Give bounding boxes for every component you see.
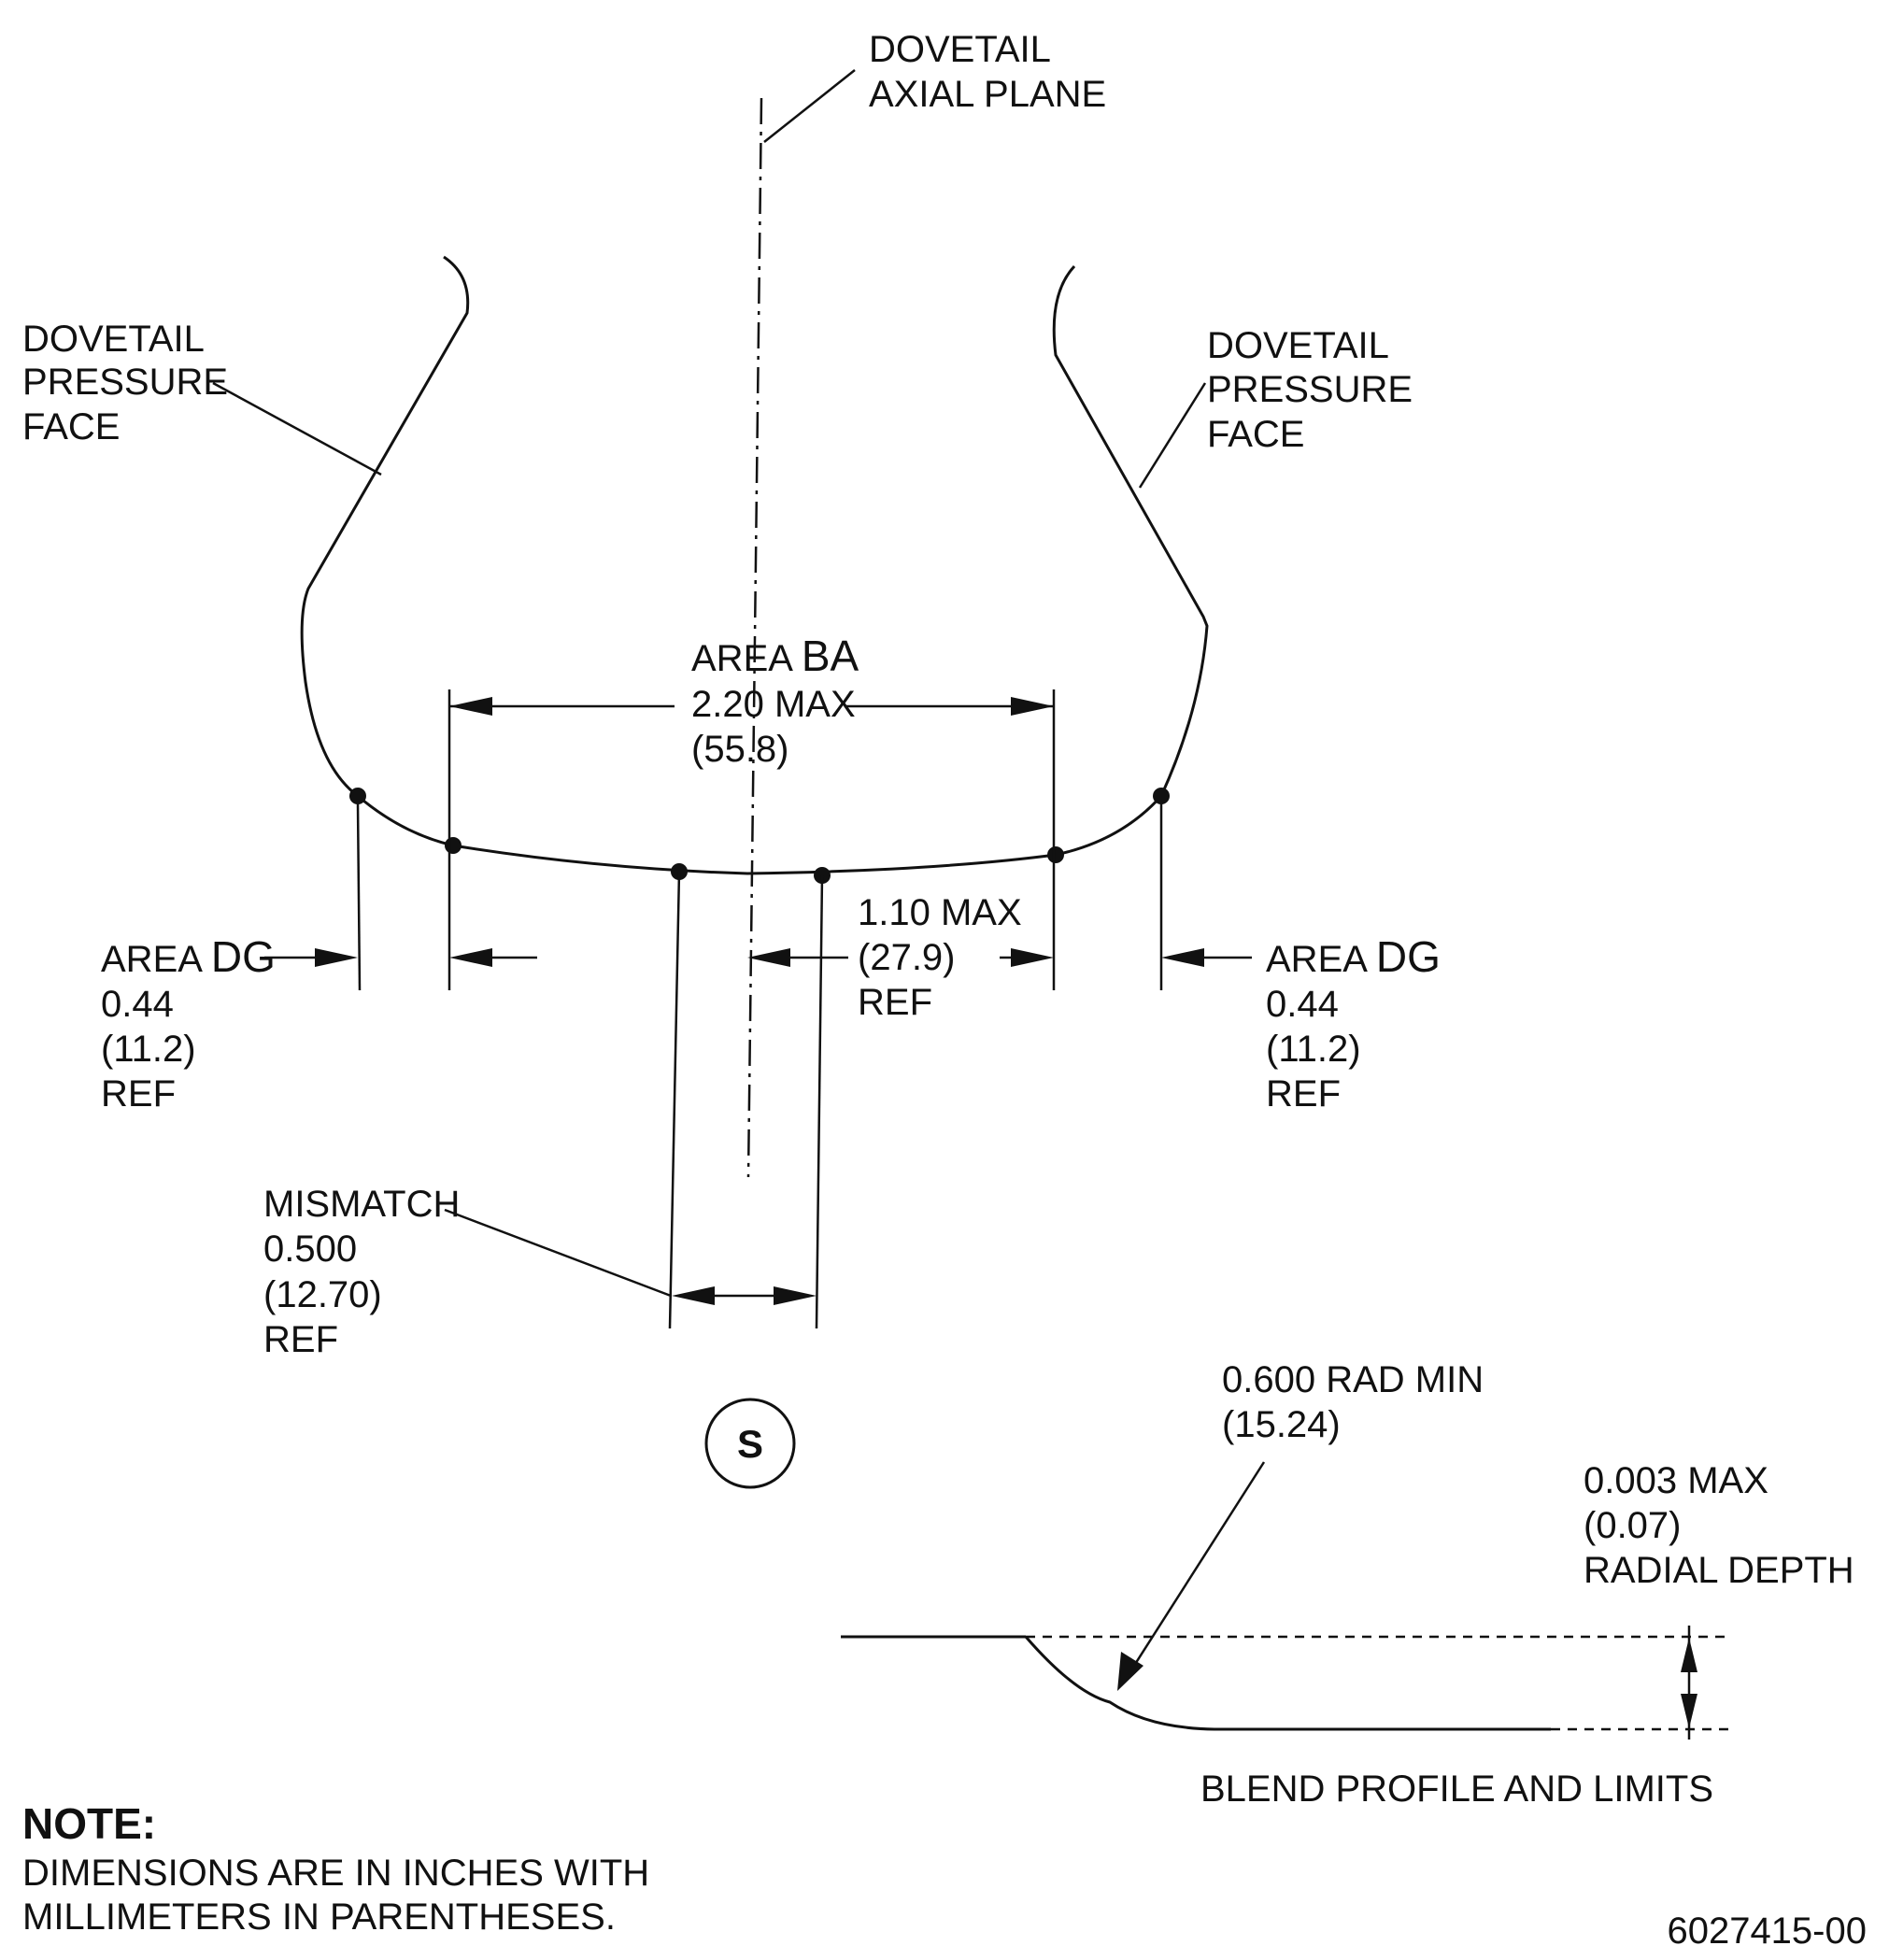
mismatch-extension-right [815, 874, 824, 1329]
blend-radius-leader [1130, 1461, 1266, 1669]
blend-curve [1024, 1636, 1551, 1731]
axial-plane-leader [763, 69, 856, 143]
area-dg-right-label: AREA DG [1266, 932, 1441, 981]
area-ba-value: 2.20 MAX [691, 684, 856, 725]
pressure-face-right-leader [1138, 382, 1207, 489]
axial-plane-label-line1: DOVETAIL [869, 29, 1051, 70]
blend-radius-value: 0.600 RAD MIN [1222, 1359, 1484, 1400]
dg-left-arrow-in [315, 948, 358, 967]
area-dg-right-value: 0.44 [1266, 984, 1339, 1025]
area-ba-metric: (55.8) [691, 729, 789, 770]
pressure-face-right-line1: DOVETAIL [1207, 325, 1389, 366]
profile-point [445, 837, 462, 854]
blend-profile-title: BLEND PROFILE AND LIMITS [1200, 1768, 1713, 1810]
mismatch-leader [444, 1208, 672, 1298]
ba-arrow-right [1011, 697, 1054, 716]
dg-left-arrow-out [449, 948, 492, 967]
half-width-arrow-right [1011, 948, 1054, 967]
pressure-face-left-line3: FACE [22, 406, 120, 447]
area-dg-left-value: 0.44 [101, 984, 174, 1025]
dovetail-axial-centerline [746, 97, 763, 1178]
dg-right-arrow-in [1161, 948, 1204, 967]
blend-radius-metric: (15.24) [1222, 1404, 1341, 1445]
dovetail-bottom-profile [357, 794, 1163, 875]
profile-point [349, 788, 366, 804]
radial-depth-arrow-up [1681, 1638, 1697, 1672]
radial-depth-label: RADIAL DEPTH [1584, 1550, 1854, 1591]
pressure-face-right-line3: FACE [1207, 414, 1304, 455]
dg-left-extension-outer [356, 802, 362, 991]
mismatch-extension-left [668, 871, 681, 1329]
dovetail-left-profile [300, 255, 470, 798]
view-symbol-letter: S [737, 1422, 763, 1466]
area-dg-left-ref: REF [101, 1073, 176, 1115]
mismatch-label: MISMATCH [263, 1184, 460, 1225]
view-symbol-circle [704, 1398, 796, 1489]
mismatch-ref: REF [263, 1319, 338, 1360]
profile-point [1047, 846, 1064, 863]
half-width-arrow-left [747, 948, 790, 967]
area-ba-label: AREA BA [691, 632, 859, 680]
axial-plane-label-line2: AXIAL PLANE [869, 74, 1106, 115]
radial-depth-metric: (0.07) [1584, 1505, 1682, 1546]
radial-depth-value: 0.003 MAX [1584, 1460, 1768, 1501]
note-line2: MILLIMETERS IN PARENTHESES. [22, 1896, 616, 1938]
half-width-value: 1.10 MAX [858, 892, 1022, 933]
pressure-face-left-leader [212, 381, 382, 476]
mismatch-metric: (12.70) [263, 1274, 382, 1315]
pressure-face-left-line1: DOVETAIL [22, 319, 205, 360]
half-width-ref: REF [858, 982, 932, 1023]
pressure-face-left-line2: PRESSURE [22, 362, 228, 403]
mismatch-value: 0.500 [263, 1229, 357, 1270]
note-heading: NOTE: [22, 1799, 156, 1848]
half-width-metric: (27.9) [858, 937, 956, 978]
area-dg-right-metric: (11.2) [1266, 1029, 1361, 1070]
area-dg-left-label: AREA DG [101, 932, 276, 981]
drawing-number: 6027415-00 [1667, 1910, 1867, 1952]
area-dg-right-ref: REF [1266, 1073, 1341, 1115]
ba-arrow-left [449, 697, 492, 716]
mismatch-arrow-left [672, 1286, 715, 1305]
pressure-face-right-line2: PRESSURE [1207, 369, 1413, 410]
profile-point [1153, 788, 1170, 804]
note-line1: DIMENSIONS ARE IN INCHES WITH [22, 1853, 649, 1894]
radial-depth-arrow-down [1681, 1694, 1697, 1728]
area-dg-left-metric: (11.2) [101, 1029, 196, 1070]
mismatch-arrow-right [774, 1286, 817, 1305]
blend-radius-arrow [1117, 1652, 1143, 1691]
dovetail-right-profile [1052, 264, 1209, 797]
